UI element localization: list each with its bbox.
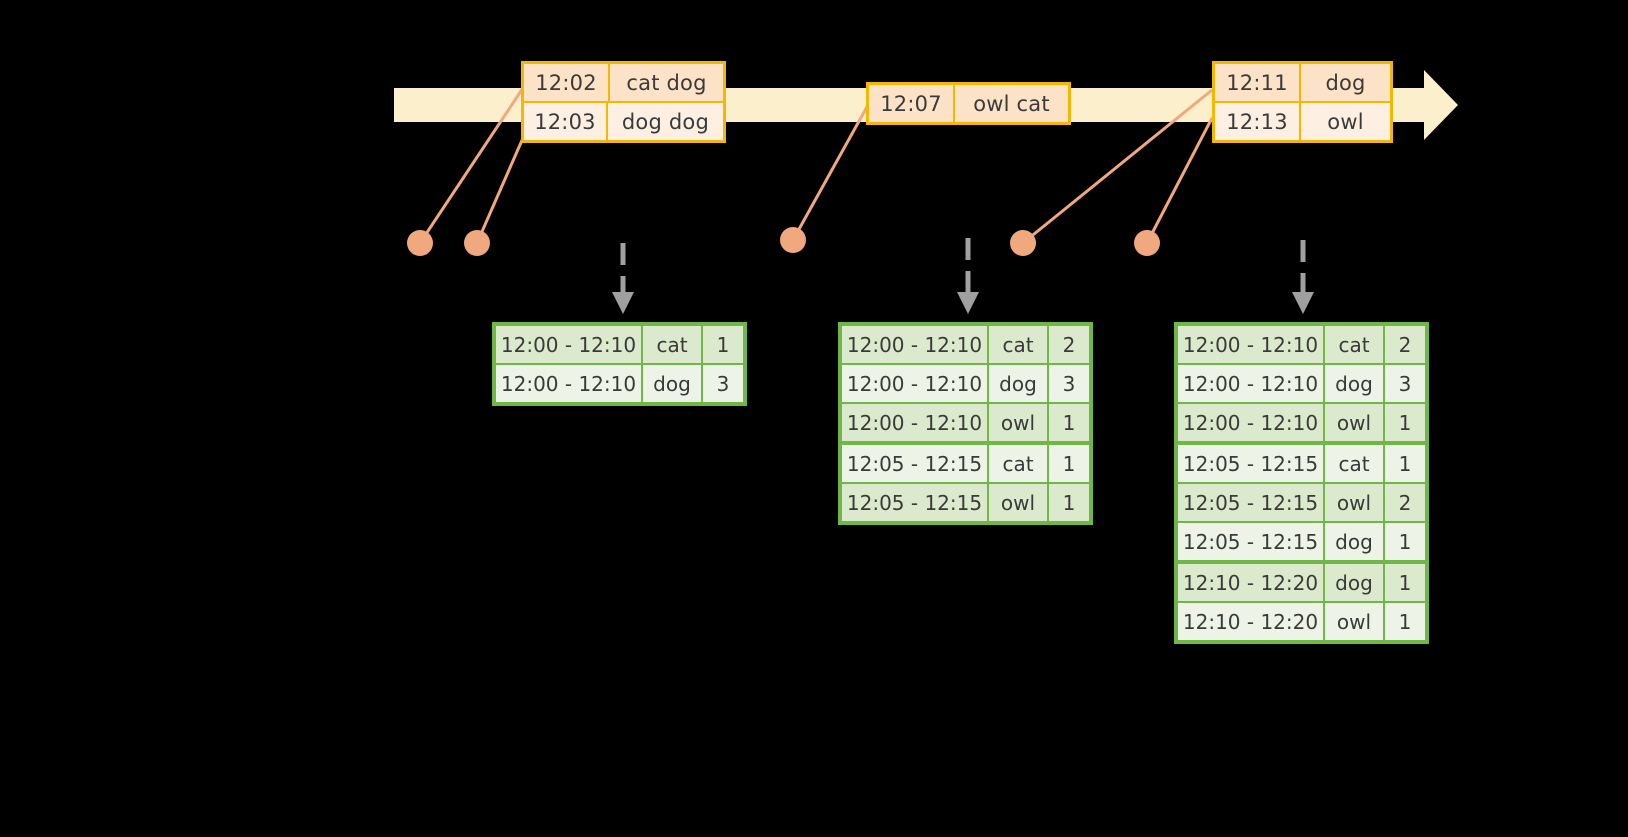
window-cell: 12:00 - 12:10 — [496, 365, 641, 402]
right-arrow-icon — [1424, 70, 1458, 140]
count-cell: 1 — [1049, 445, 1089, 482]
event-time: 12:02 — [524, 64, 610, 101]
key-cell: owl — [989, 404, 1047, 441]
count-cell: 2 — [1385, 484, 1425, 521]
count-cell: 3 — [1049, 365, 1089, 402]
window-cell: 12:05 - 12:15 — [842, 445, 987, 482]
window-cell: 12:05 - 12:15 — [1178, 523, 1323, 560]
key-cell: dog — [989, 365, 1047, 402]
count-cell: 1 — [703, 326, 743, 363]
event-row[interactable]: 12:03 dog dog — [524, 101, 723, 140]
dashed-arrow-heads — [612, 292, 1314, 314]
count-cell: 2 — [1049, 326, 1089, 363]
window-cell: 12:00 - 12:10 — [1178, 326, 1323, 363]
event-group-2[interactable]: 12:07 owl cat — [866, 82, 1071, 125]
event-time: 12:07 — [869, 85, 955, 122]
key-cell: dog — [643, 365, 701, 402]
event-row[interactable]: 12:07 owl cat — [869, 85, 1068, 122]
count-cell: 1 — [1049, 404, 1089, 441]
event-group-1[interactable]: 12:02 cat dog 12:03 dog dog — [521, 61, 726, 143]
key-cell: cat — [1325, 326, 1383, 363]
count-cell: 3 — [703, 365, 743, 402]
window-cell: 12:10 - 12:20 — [1178, 564, 1323, 601]
count-cell: 1 — [1385, 603, 1425, 640]
dashed-arrows — [620, 238, 1306, 292]
key-cell: dog — [1325, 365, 1383, 402]
key-cell: owl — [1325, 603, 1383, 640]
connector-dots — [407, 227, 1160, 256]
key-cell: cat — [643, 326, 701, 363]
event-row[interactable]: 12:13 owl — [1215, 101, 1390, 140]
count-cell: 1 — [1385, 404, 1425, 441]
connector-dot-5 — [1134, 230, 1160, 256]
window-cell: 12:00 - 12:10 — [842, 326, 987, 363]
event-time: 12:11 — [1215, 64, 1301, 101]
key-cell: cat — [989, 445, 1047, 482]
key-cell: cat — [989, 326, 1047, 363]
key-cell: dog — [1325, 564, 1383, 601]
event-value: dog dog — [607, 103, 723, 140]
key-cell: owl — [1325, 404, 1383, 441]
count-cell: 2 — [1385, 326, 1425, 363]
connector-dot-1 — [407, 230, 433, 256]
window-cell: 12:00 - 12:10 — [842, 365, 987, 402]
count-cell: 3 — [1385, 365, 1425, 402]
event-time: 12:13 — [1215, 103, 1301, 140]
window-cell: 12:05 - 12:15 — [842, 484, 987, 521]
count-cell: 1 — [1385, 523, 1425, 560]
event-row[interactable]: 12:11 dog — [1215, 64, 1390, 101]
window-cell: 12:10 - 12:20 — [1178, 603, 1323, 640]
window-cell: 12:00 - 12:10 — [842, 404, 987, 441]
window-cell: 12:05 - 12:15 — [1178, 484, 1323, 521]
event-value: owl — [1301, 103, 1390, 140]
count-cell: 1 — [1385, 564, 1425, 601]
connector-dot-3 — [780, 227, 806, 253]
connector-dot-4 — [1010, 230, 1036, 256]
key-cell: owl — [989, 484, 1047, 521]
window-cell: 12:00 - 12:10 — [1178, 404, 1323, 441]
window-cell: 12:05 - 12:15 — [1178, 445, 1323, 482]
window-cell: 12:00 - 12:10 — [1178, 365, 1323, 402]
key-cell: owl — [1325, 484, 1383, 521]
connector-dot-2 — [464, 230, 490, 256]
key-cell: dog — [1325, 523, 1383, 560]
event-value: owl cat — [955, 85, 1068, 122]
window-cell: 12:00 - 12:10 — [496, 326, 641, 363]
event-value: dog — [1301, 64, 1390, 101]
event-row[interactable]: 12:02 cat dog — [524, 64, 723, 101]
event-group-3[interactable]: 12:11 dog 12:13 owl — [1212, 61, 1393, 143]
event-value: cat dog — [610, 64, 723, 101]
key-cell: cat — [1325, 445, 1383, 482]
count-cell: 1 — [1049, 484, 1089, 521]
count-cell: 1 — [1385, 445, 1425, 482]
event-time: 12:03 — [524, 103, 608, 140]
